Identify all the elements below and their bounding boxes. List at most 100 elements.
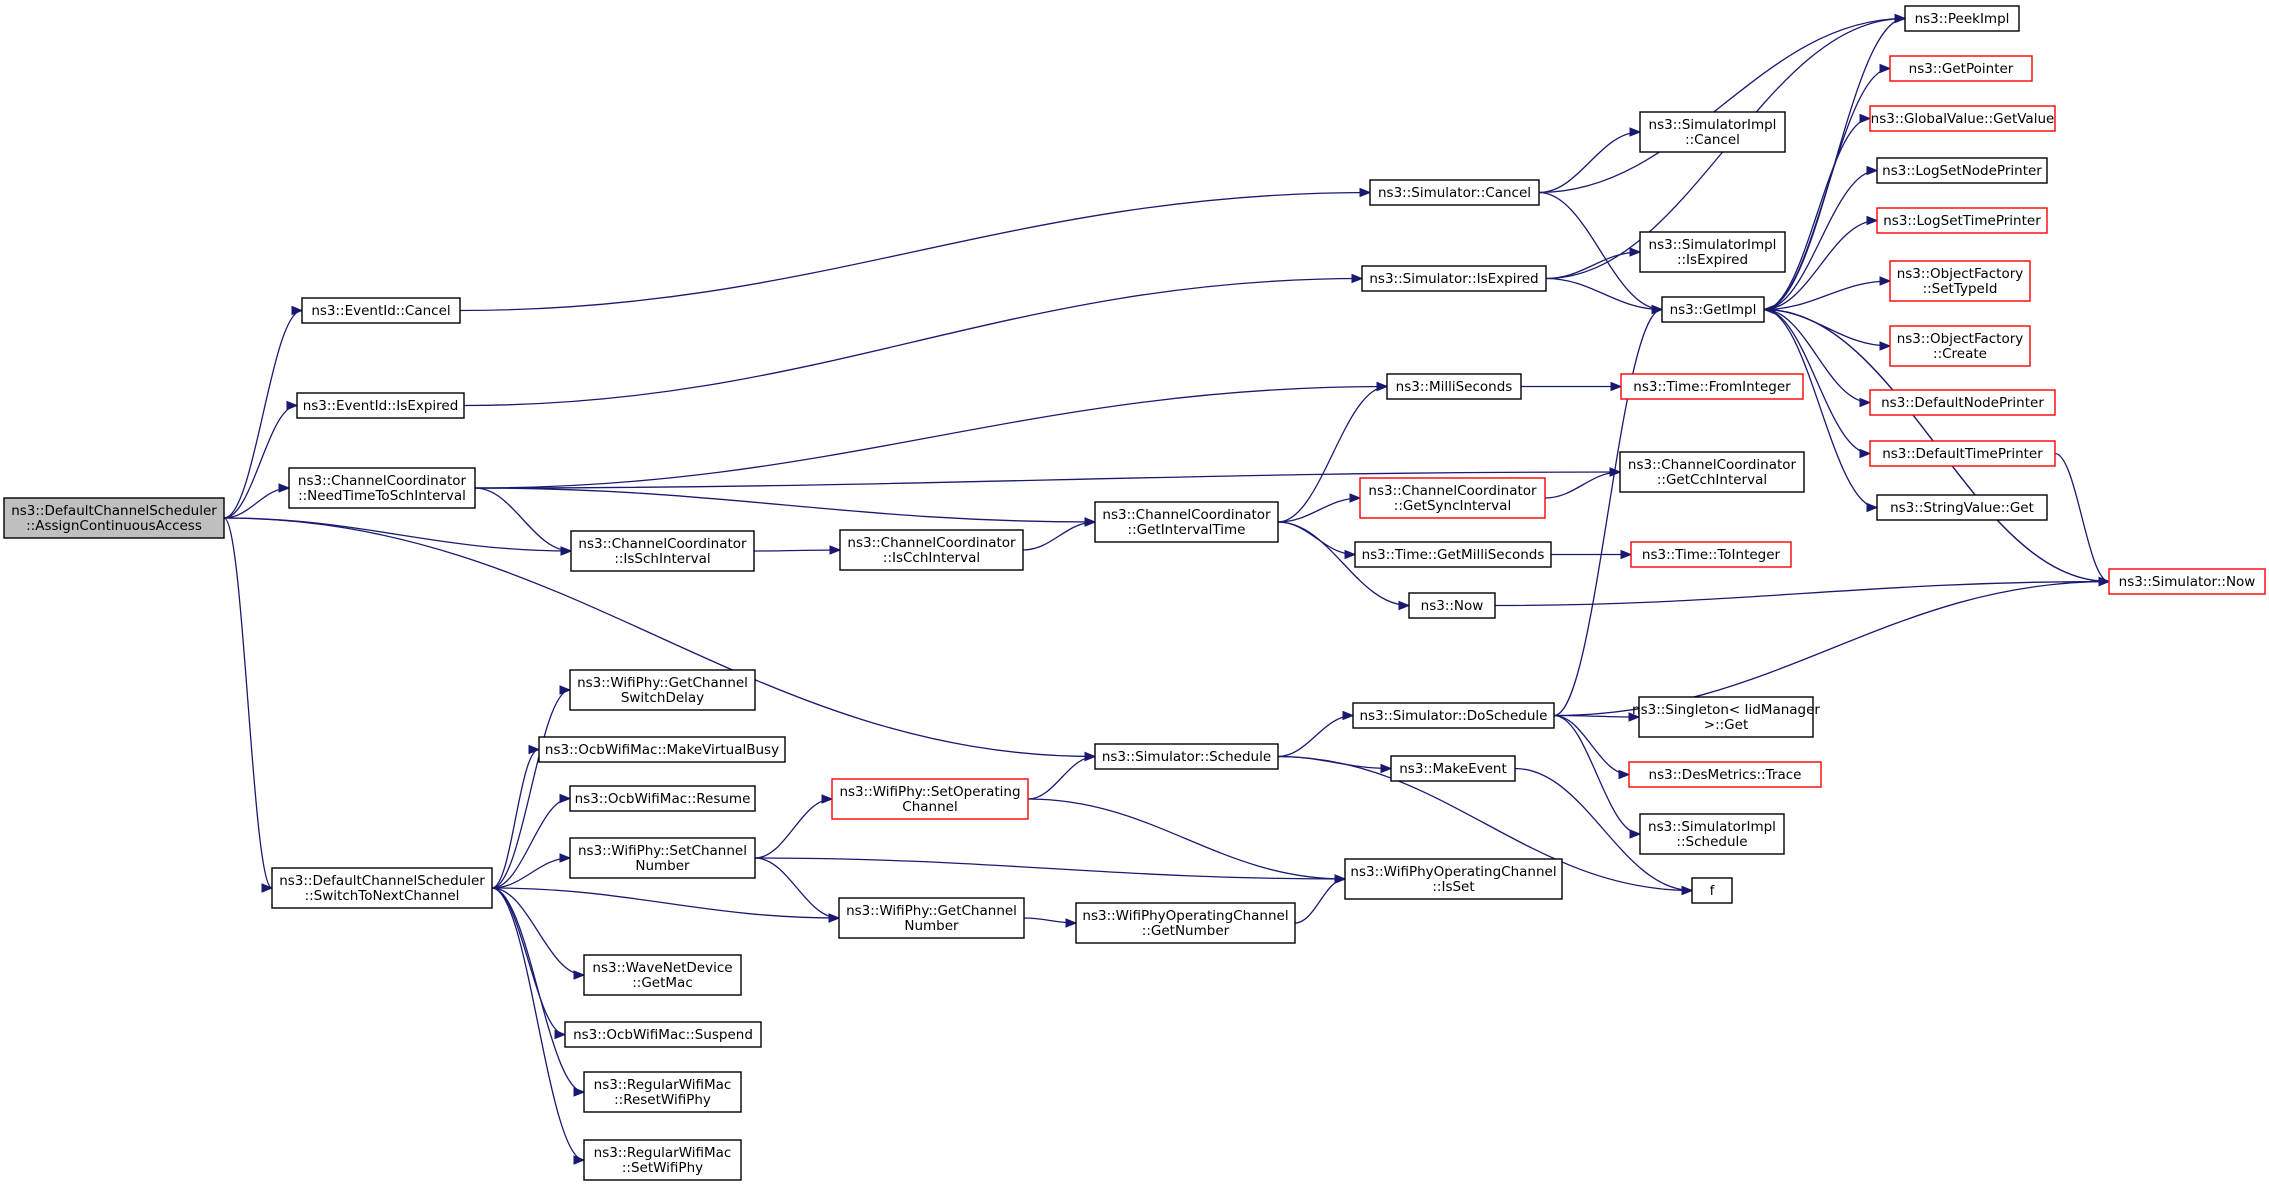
node-logSetTime[interactable]: ns3::LogSetTimePrinter (1876, 207, 2048, 234)
node-root[interactable]: ns3::DefaultChannelScheduler::AssignCont… (3, 497, 225, 539)
node-box (1876, 157, 2048, 184)
node-getSync[interactable]: ns3::ChannelCoordinator::GetSyncInterval (1359, 477, 1546, 519)
node-doSchedule[interactable]: ns3::Simulator::DoSchedule (1352, 702, 1555, 729)
node-getCch[interactable]: ns3::ChannelCoordinator::GetCchInterval (1619, 451, 1805, 493)
node-getImpl[interactable]: ns3::GetImpl (1661, 296, 1765, 323)
node-label: ns3::ChannelCoordinator (1368, 483, 1537, 499)
call-edge-switchNext-to-setChannelNumber (491, 853, 572, 889)
node-singletonGet[interactable]: ns3::Singleton< IidManager >::Get (1632, 696, 1820, 738)
node-label: ns3::WifiPhyOperatingChannel (1082, 908, 1288, 924)
node-eventIsExpired[interactable]: ns3::EventId::IsExpired (296, 392, 465, 419)
node-label: ::AssignContinuousAccess (26, 518, 202, 534)
call-edge-getImpl-to-logSetNode (1763, 165, 1879, 311)
node-resetWifiPhy[interactable]: ns3::RegularWifiMac::ResetWifiPhy (583, 1071, 742, 1113)
node-simSchedule[interactable]: ns3::Simulator::Schedule (1094, 743, 1279, 770)
call-edge-needTime-to-getIntervalTime (474, 487, 1097, 527)
node-getPointer[interactable]: ns3::GetPointer (1889, 55, 2033, 82)
node-label: ::SwitchToNextChannel (305, 888, 460, 904)
call-edge-root-to-eventCancel (223, 305, 304, 519)
node-eventCancel[interactable]: ns3::EventId::Cancel (301, 297, 461, 324)
call-edge-doSchedule-to-getImpl (1553, 304, 1664, 717)
node-f[interactable]: f (1691, 877, 1733, 904)
node-getIntervalTime[interactable]: ns3::ChannelCoordinator::GetIntervalTime (1094, 501, 1279, 543)
node-simIsExpired[interactable]: ns3::Simulator::IsExpired (1361, 265, 1547, 292)
node-box (838, 897, 1025, 939)
node-box (1075, 902, 1296, 944)
call-edge-setChannelNumber-to-setOperating (754, 794, 834, 859)
node-label: ::GetIntervalTime (1128, 522, 1246, 538)
node-toInteger[interactable]: ns3::Time::ToInteger (1630, 541, 1792, 568)
node-label: ns3::ObjectFactory (1897, 266, 2024, 282)
node-getMilliSeconds[interactable]: ns3::Time::GetMilliSeconds (1354, 541, 1552, 568)
node-now[interactable]: ns3::Now (1408, 592, 1496, 619)
node-box (1661, 296, 1765, 323)
node-box (1638, 696, 1814, 738)
node-makeVirtualBusy[interactable]: ns3::OcbWifiMac::MakeVirtualBusy (538, 736, 786, 763)
node-setWifiPhy[interactable]: ns3::RegularWifiMac::SetWifiPhy (583, 1139, 742, 1181)
node-suspend[interactable]: ns3::OcbWifiMac::Suspend (564, 1021, 762, 1048)
node-ofSetTypeId[interactable]: ns3::ObjectFactory::SetTypeId (1889, 260, 2031, 302)
node-label: ns3::MakeEvent (1399, 761, 1507, 777)
node-isSet[interactable]: ns3::WifiPhyOperatingChannel::IsSet (1344, 858, 1563, 900)
node-getNumber[interactable]: ns3::WifiPhyOperatingChannel::GetNumber (1075, 902, 1296, 944)
node-resume[interactable]: ns3::OcbWifiMac::Resume (569, 785, 756, 812)
node-label: ::GetNumber (1142, 923, 1230, 939)
node-label: ns3::ChannelCoordinator (1628, 457, 1797, 473)
node-box (570, 530, 755, 572)
node-label: ns3::LogSetNodePrinter (1882, 163, 2042, 179)
call-edge-root-to-eventIsExpired (223, 400, 299, 519)
node-label: ns3::PeekImpl (1915, 11, 2010, 27)
node-needTime[interactable]: ns3::ChannelCoordinator::NeedTimeToSchIn… (288, 467, 476, 509)
node-label: ::Schedule (1676, 834, 1747, 850)
node-implIsExpired[interactable]: ns3::SimulatorImpl::IsExpired (1639, 231, 1786, 273)
node-desTrace[interactable]: ns3::DesMetrics::Trace (1628, 761, 1822, 788)
node-defaultTime[interactable]: ns3::DefaultTimePrinter (1869, 440, 2056, 467)
node-label: ns3::Time::FromInteger (1633, 379, 1791, 395)
node-label: ns3::Now (1421, 598, 1484, 614)
node-box (1869, 440, 2056, 467)
node-box (569, 837, 756, 879)
node-box (301, 297, 461, 324)
node-box (1876, 207, 2048, 234)
node-makeEvent[interactable]: ns3::MakeEvent (1390, 755, 1516, 782)
node-label: ns3::OcbWifiMac::MakeVirtualBusy (545, 742, 779, 758)
node-box (569, 669, 756, 711)
call-edge-getImpl-to-stringValueGet (1763, 308, 1879, 513)
call-edge-doSchedule-to-desTrace (1553, 714, 1631, 780)
node-stringValueGet[interactable]: ns3::StringValue::Get (1876, 494, 2048, 521)
node-switchNext[interactable]: ns3::DefaultChannelScheduler::SwitchToNe… (271, 867, 493, 909)
node-simNow[interactable]: ns3::Simulator::Now (2108, 568, 2266, 595)
node-label: ::GetCchInterval (1657, 472, 1767, 488)
node-implCancel[interactable]: ns3::SimulatorImpl::Cancel (1639, 111, 1786, 153)
node-fromInteger[interactable]: ns3::Time::FromInteger (1620, 373, 1804, 400)
call-edge-makeEvent-to-f (1514, 767, 1694, 896)
node-box (1876, 494, 2048, 521)
node-label: ns3::RegularWifiMac (594, 1145, 732, 1161)
node-peekImpl[interactable]: ns3::PeekImpl (1904, 5, 2020, 32)
node-isCch[interactable]: ns3::ChannelCoordinator::IsCchInterval (839, 529, 1024, 571)
node-globalGetValue[interactable]: ns3::GlobalValue::GetValue (1869, 105, 2056, 132)
node-defaultNode[interactable]: ns3::DefaultNodePrinter (1869, 389, 2056, 416)
node-box (1390, 755, 1516, 782)
node-isSch[interactable]: ns3::ChannelCoordinator::IsSchInterval (570, 530, 755, 572)
node-simCancel[interactable]: ns3::Simulator::Cancel (1369, 179, 1540, 206)
node-logSetNode[interactable]: ns3::LogSetNodePrinter (1876, 157, 2048, 184)
node-box (1352, 702, 1555, 729)
node-milli[interactable]: ns3::MilliSeconds (1386, 373, 1522, 400)
node-label: ns3::DefaultChannelScheduler (11, 503, 217, 519)
call-edge-now-to-simNow (1494, 576, 2111, 607)
node-box (831, 778, 1029, 820)
call-edge-isCch-to-getIntervalTime (1022, 517, 1097, 551)
node-getMac[interactable]: ns3::WaveNetDevice::GetMac (583, 954, 742, 996)
call-edge-switchNext-to-makeVirtualBusy (491, 744, 541, 889)
node-box (1408, 592, 1496, 619)
node-label: ns3::LogSetTimePrinter (1883, 213, 2041, 229)
node-box (1904, 5, 2020, 32)
node-implSchedule[interactable]: ns3::SimulatorImpl::Schedule (1639, 813, 1785, 855)
node-ofCreate[interactable]: ns3::ObjectFactory::Create (1889, 325, 2031, 367)
